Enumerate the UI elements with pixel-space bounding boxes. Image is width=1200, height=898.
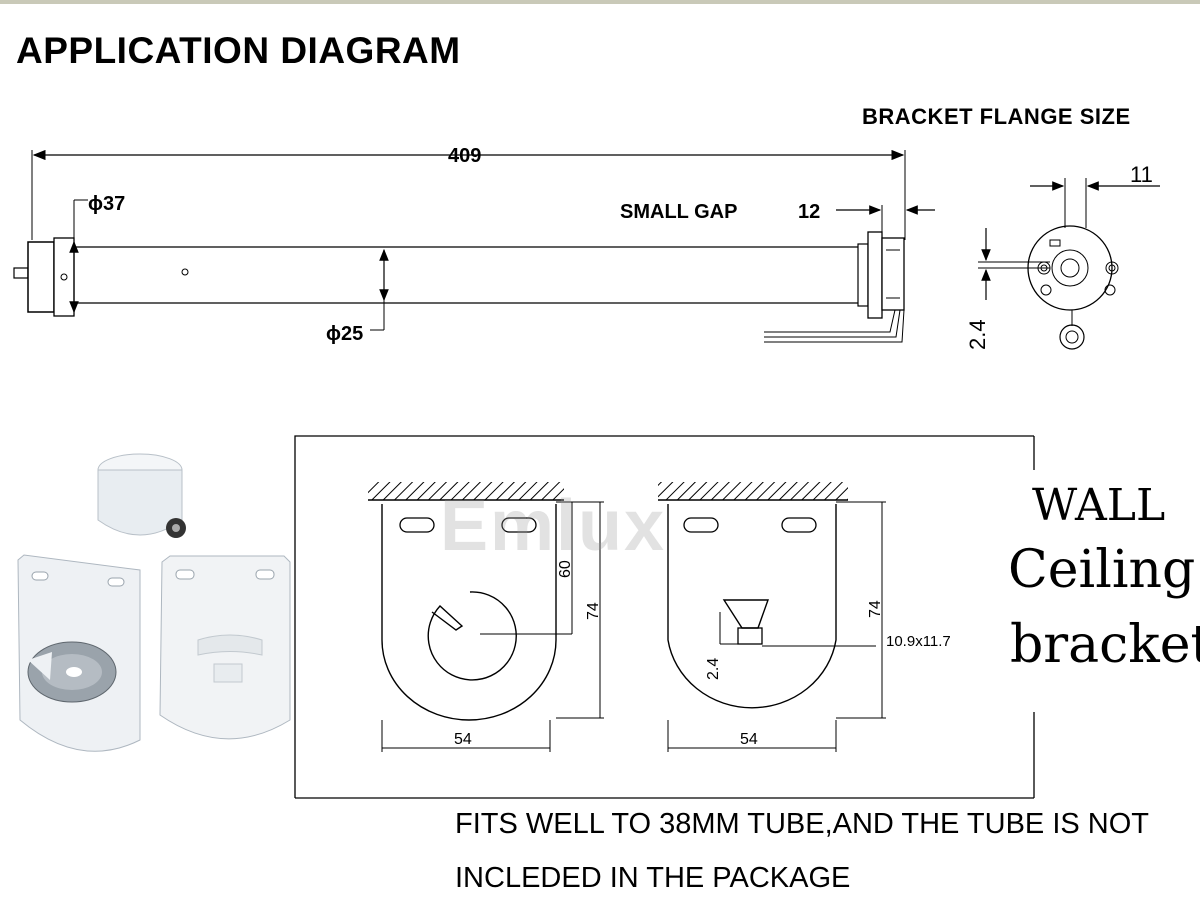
- top-border: [0, 0, 1200, 4]
- wall-label: WALL: [1032, 480, 1166, 531]
- right-bracket-height: 74: [867, 600, 884, 618]
- head-diameter-label: ϕ37: [88, 193, 125, 215]
- small-gap-value: 12: [798, 201, 820, 223]
- motor-length-label: 409: [448, 145, 481, 167]
- flange-title: BRACKET FLANGE SIZE: [862, 104, 1131, 129]
- watermark: Emlux: [440, 486, 667, 566]
- right-bracket-offset: 2.4: [705, 658, 722, 680]
- flange-drawing: 11 2.4: [965, 162, 1160, 350]
- small-gap-label: SMALL GAP: [620, 201, 737, 223]
- bracket-panel: 60 74 54 2.4 10.9x11.7 74 54: [294, 435, 1035, 799]
- note-line-1: FITS WELL TO 38MM TUBE,AND THE TUBE IS N…: [455, 808, 1149, 840]
- motor-drawing: 409 ϕ37 ϕ25 SMALL GAP: [13, 145, 935, 345]
- tube-diameter-label: ϕ25: [326, 323, 363, 345]
- flange-offset-label: 2.4: [965, 319, 990, 350]
- note-line-2: INCLEDED IN THE PACKAGE: [455, 862, 851, 894]
- left-bracket-height: 74: [585, 602, 602, 620]
- bracket-photo: [17, 453, 291, 752]
- right-bracket-slot: 10.9x11.7: [886, 633, 951, 650]
- right-bracket-width: 54: [740, 731, 758, 748]
- flange-width-label: 11: [1130, 162, 1153, 187]
- ceiling-label: Ceiling: [1008, 540, 1196, 600]
- left-bracket-height-inner: 60: [557, 560, 574, 578]
- bracket-label: bracket: [1010, 615, 1200, 675]
- left-bracket-width: 54: [454, 731, 472, 748]
- page-title: APPLICATION DIAGRAM: [16, 30, 461, 71]
